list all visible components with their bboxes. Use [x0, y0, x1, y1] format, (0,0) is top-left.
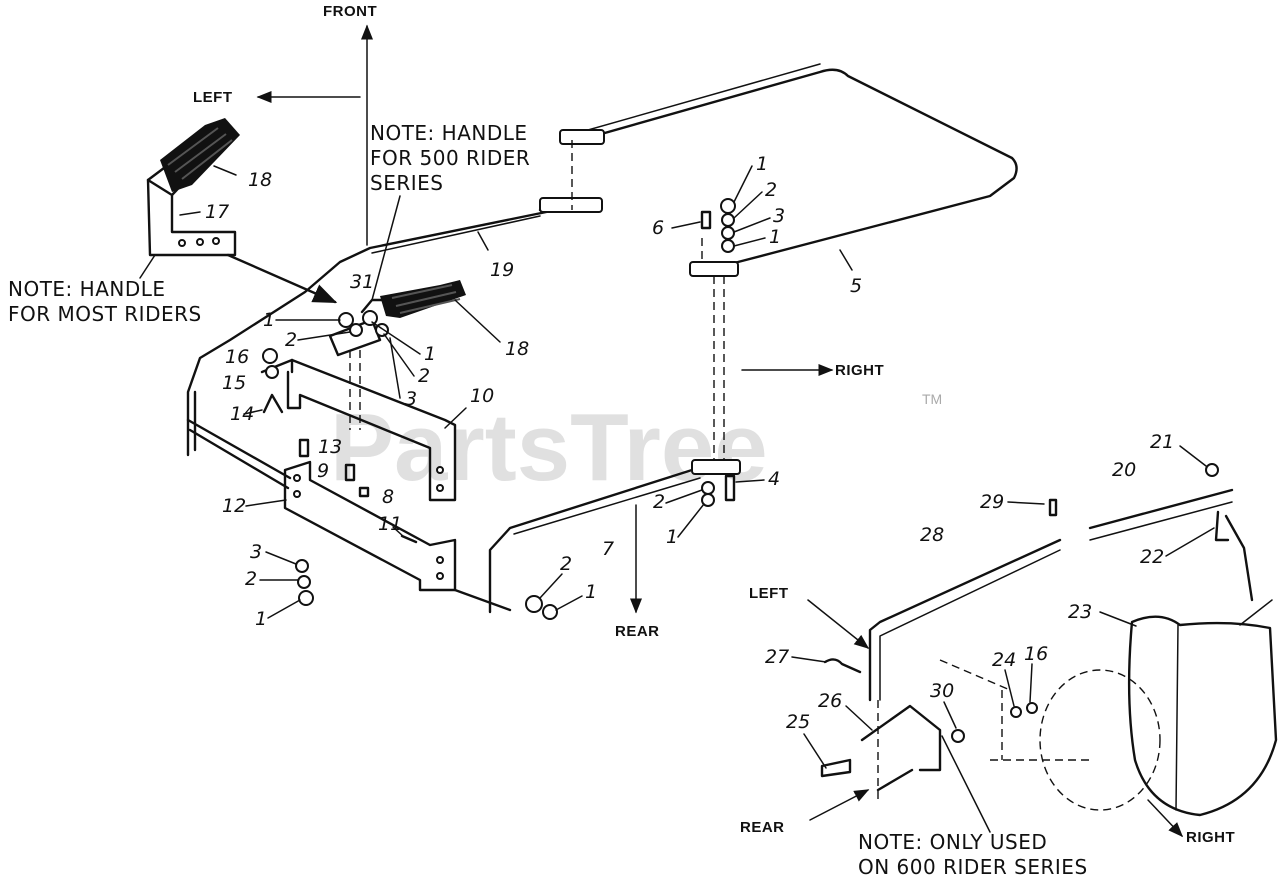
left-label-lower: LEFT	[749, 585, 789, 602]
callout-18b: 18	[505, 338, 529, 360]
right-arrow-mid: RIGHT	[741, 362, 884, 379]
note-600-line1: NOTE: ONLY USED	[858, 830, 1047, 854]
grip-18b	[380, 280, 466, 318]
rear-label-mid: REAR	[615, 623, 660, 640]
note-most-line2: FOR MOST RIDERS	[8, 302, 202, 326]
callout-21: 21	[1150, 431, 1174, 453]
callout-17: 17	[205, 201, 229, 223]
callout-14: 14	[230, 403, 254, 425]
right-label-mid: RIGHT	[835, 362, 884, 379]
callout-2c: 2	[245, 568, 257, 590]
callout-1c: 1	[255, 608, 267, 630]
note-600-leader	[941, 735, 991, 833]
callout-1b: 1	[424, 343, 436, 365]
callout-9: 9	[317, 460, 329, 482]
callout-26: 26	[818, 690, 842, 712]
callout-22: 22	[1140, 546, 1164, 568]
left-arrow-top: LEFT	[193, 89, 361, 106]
bracket-assembly	[186, 358, 512, 612]
callout-2d: 2	[560, 553, 572, 575]
callout-6: 6	[652, 217, 664, 239]
left-label-top: LEFT	[193, 89, 233, 106]
right-label-lower: RIGHT	[1186, 829, 1235, 846]
callout-1f: 1	[756, 153, 768, 175]
right-arrow-lower: RIGHT	[1147, 799, 1235, 846]
callout-2b: 2	[418, 365, 430, 387]
grip-18a	[160, 118, 240, 192]
callout-7: 7	[602, 538, 614, 560]
lower-right-assembly	[820, 463, 1278, 817]
note-handle-500: NOTE: HANDLE FOR 500 RIDER SERIES	[370, 121, 530, 301]
callout-5: 5	[850, 275, 862, 297]
note-600-line2: ON 600 RIDER SERIES	[858, 855, 1088, 879]
note-500-line3: SERIES	[370, 171, 443, 195]
callout-13: 13	[318, 436, 342, 458]
rear-label-lower: REAR	[740, 819, 785, 836]
front-label: FRONT	[323, 3, 377, 20]
callout-3c: 3	[773, 205, 785, 227]
rear-arrow-lower: REAR	[740, 789, 870, 836]
front-arrow: FRONT	[323, 3, 377, 246]
callout-16a: 16	[225, 346, 249, 368]
callout-23: 23	[1068, 601, 1092, 623]
callout-15: 15	[222, 372, 246, 394]
dash-lines	[349, 140, 725, 470]
callout-10: 10	[470, 385, 494, 407]
callout-31: 31	[350, 271, 374, 293]
callout-28: 28	[920, 524, 944, 546]
callout-20: 20	[1112, 459, 1136, 481]
callout-2e: 2	[653, 491, 665, 513]
note-handle-most: NOTE: HANDLE FOR MOST RIDERS	[8, 277, 202, 326]
note-500-line2: FOR 500 RIDER	[370, 146, 530, 170]
hardware-right-stack	[700, 198, 736, 253]
callout-8: 8	[382, 486, 394, 508]
callout-1e: 1	[666, 526, 678, 548]
callout-16b: 16	[1024, 643, 1048, 665]
callout-30: 30	[930, 680, 954, 702]
callout-19: 19	[490, 259, 514, 281]
callout-18a: 18	[248, 169, 272, 191]
callout-4: 4	[768, 468, 780, 490]
left-arrow-lower: LEFT	[749, 585, 870, 649]
callout-1a: 1	[263, 309, 275, 331]
handle-pointer-arrow	[226, 253, 338, 304]
rod-5	[559, 63, 1018, 277]
callout-2a: 2	[285, 329, 297, 351]
rear-arrow-mid: REAR	[615, 504, 660, 640]
callout-27: 27	[765, 646, 789, 668]
callout-24: 24	[992, 649, 1016, 671]
watermark-trademark: TM	[922, 391, 942, 407]
note-only-600: NOTE: ONLY USED ON 600 RIDER SERIES	[858, 830, 1088, 879]
callout-1d: 1	[585, 581, 597, 603]
note-most-line1: NOTE: HANDLE	[8, 277, 166, 301]
watermark: PartsTree	[330, 394, 768, 501]
leader-lines	[243, 165, 1215, 769]
handle-most-riders	[139, 118, 240, 279]
callout-29: 29	[980, 491, 1004, 513]
note-500-line1: NOTE: HANDLE	[370, 121, 528, 145]
callout-3a: 3	[405, 388, 417, 410]
callout-25: 25	[786, 711, 810, 733]
rod-19	[186, 197, 603, 457]
hardware-handle	[262, 310, 418, 606]
rod-7	[488, 459, 741, 620]
callout-3b: 3	[250, 541, 262, 563]
grass-bag	[1127, 599, 1278, 817]
callout-2f: 2	[765, 179, 777, 201]
callout-1g: 1	[769, 226, 781, 248]
callout-12: 12	[222, 495, 246, 517]
